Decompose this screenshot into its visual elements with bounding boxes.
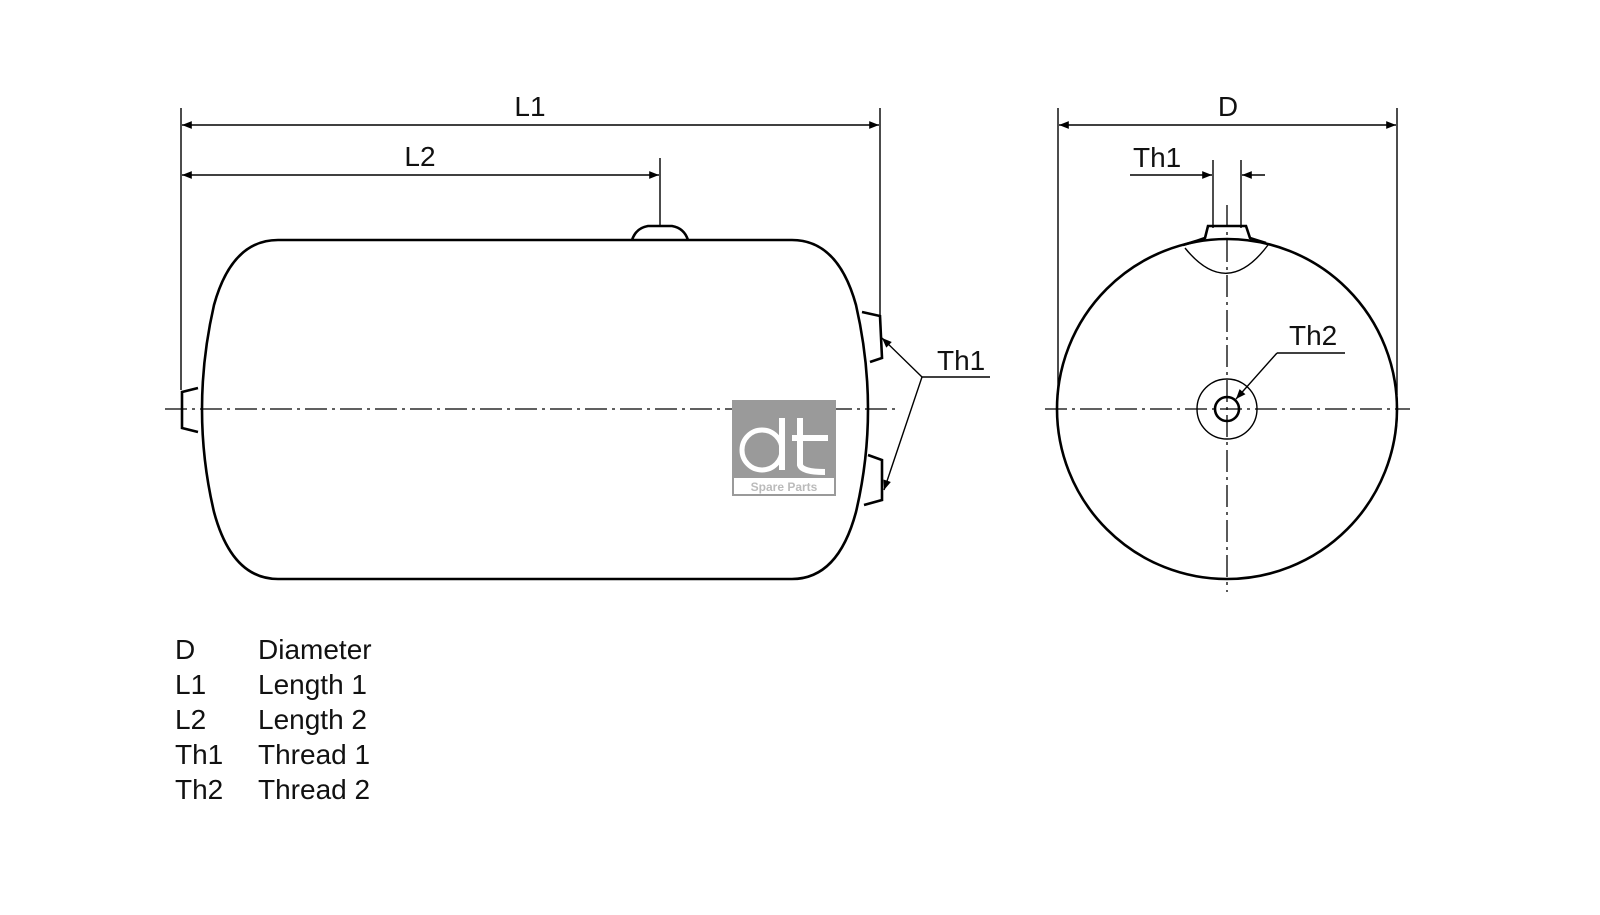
legend-key: L1 [175,669,207,700]
legend-key: D [175,634,196,665]
th1-side-label: Th1 [937,345,985,376]
legend-key: L2 [175,704,207,735]
legend-row: Th2 Thread 2 [175,772,372,807]
right-port-upper [861,310,884,364]
legend-key: Th2 [175,774,224,805]
l1-label: L1 [514,91,545,122]
th1-end-label: Th1 [1133,142,1181,173]
tank-end-view: D Th1 Th2 [1045,91,1410,592]
right-port-lower [863,453,884,507]
top-port [630,224,690,241]
left-port [180,386,199,434]
tank-side-view: L1 L2 Th1 [165,91,990,581]
legend-row: D Diameter [175,632,372,667]
legend-key: Th1 [175,739,224,770]
legend-value: Length 1 [258,669,367,700]
legend-value: Length 2 [258,704,367,735]
legend-row: L2 Length 2 [175,702,372,737]
legend-value: Thread 2 [258,774,371,805]
d-label: D [1218,91,1238,122]
legend-value: Diameter [258,634,372,665]
legend-row: L1 Length 1 [175,667,372,702]
logo-subtitle: Spare Parts [751,480,818,494]
legend-value: Thread 1 [258,739,371,770]
l2-label: L2 [404,141,435,172]
dt-spare-parts-logo: Spare Parts [732,400,836,496]
legend-row: Th1 Thread 1 [175,737,372,772]
th2-label: Th2 [1289,320,1337,351]
